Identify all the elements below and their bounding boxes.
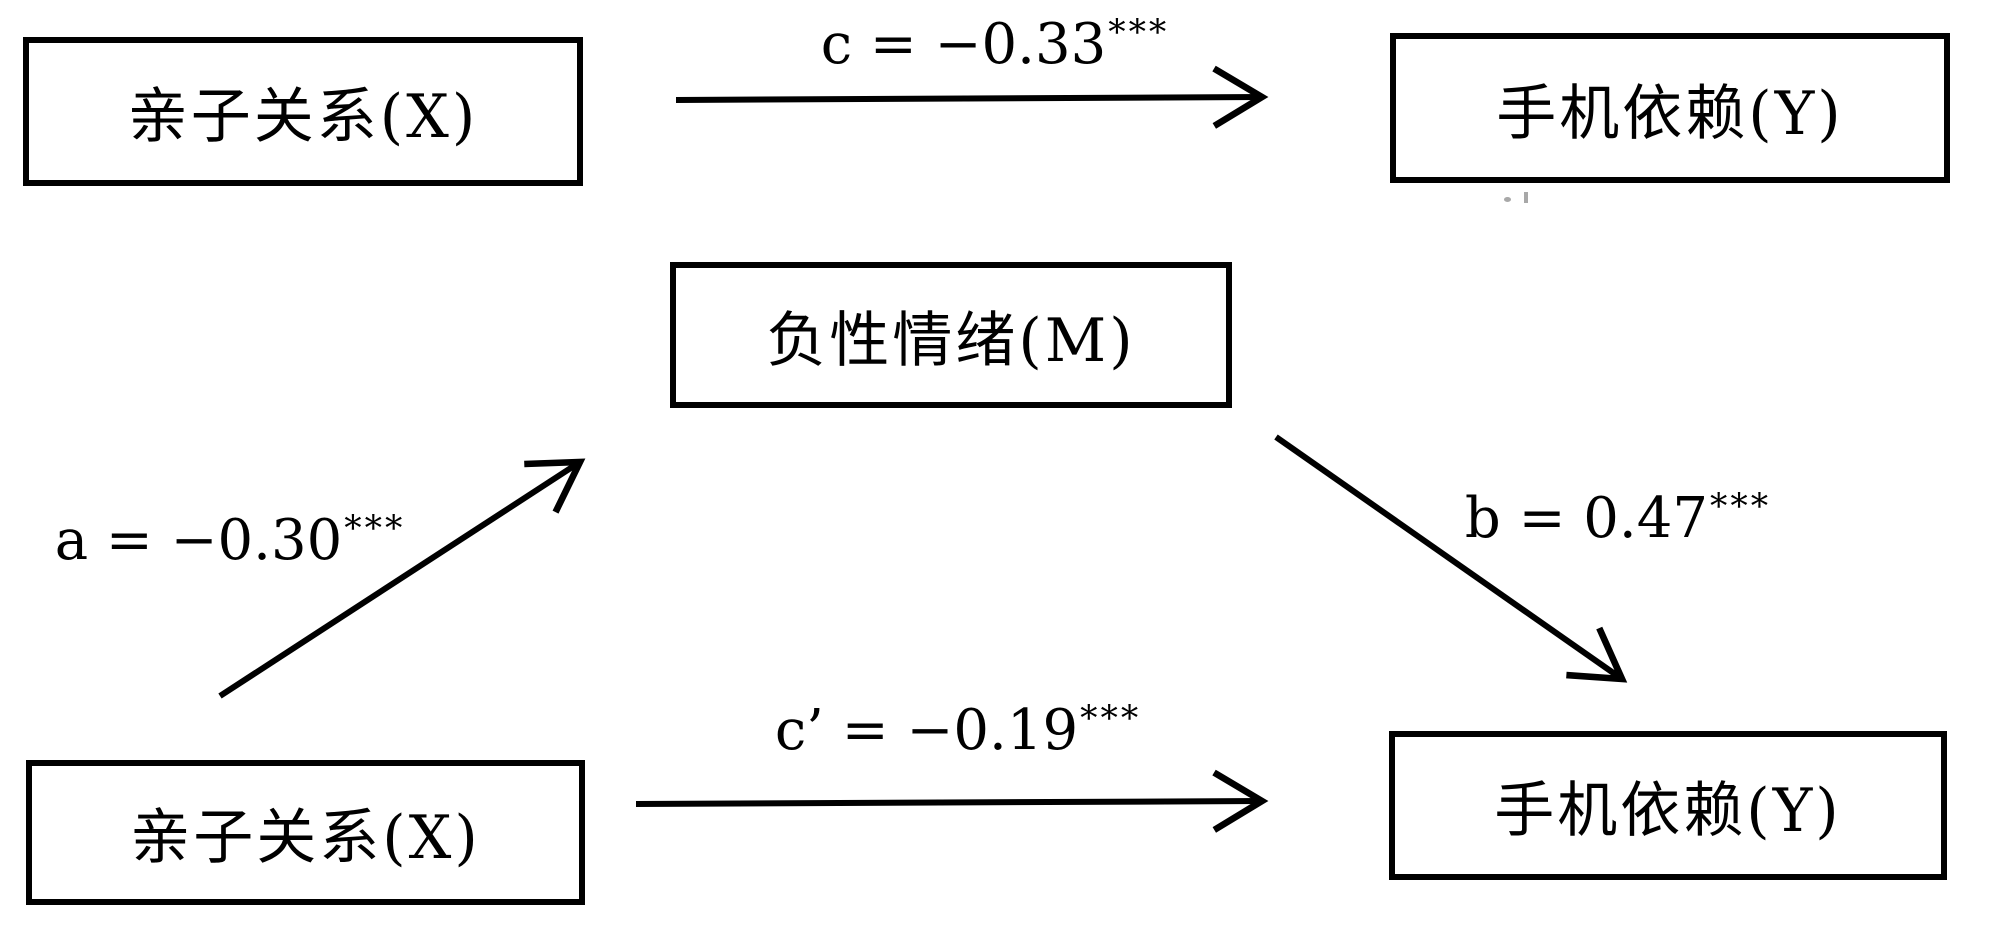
coefficient-label-c: c = −0.33*** xyxy=(821,16,1170,73)
coefficient-value-b: b = 0.47 xyxy=(1464,486,1708,552)
arrow-path-a xyxy=(218,458,586,699)
coefficient-label-b: b = 0.47*** xyxy=(1465,490,1771,547)
scan-artifact-dot xyxy=(1504,197,1511,202)
coefficient-label-a: a = −0.30*** xyxy=(55,512,406,569)
coefficient-value-a: a = −0.30 xyxy=(54,508,343,574)
node-negative-emotion-mediator: 负性情绪(M) xyxy=(670,262,1232,408)
significance-stars-c-prime: *** xyxy=(1080,699,1142,739)
significance-stars-a: *** xyxy=(344,509,406,549)
node-mobile-phone-dependence-bottom: 手机依赖(Y) xyxy=(1389,731,1947,880)
arrow-path-c-prime xyxy=(635,769,1269,833)
coefficient-value-c: c = −0.33 xyxy=(820,12,1107,78)
node-parent-child-relationship-bottom: 亲子关系(X) xyxy=(26,760,585,905)
significance-stars-c: *** xyxy=(1108,13,1170,53)
arrow-path-c xyxy=(675,65,1269,129)
node-parent-child-relationship-top: 亲子关系(X) xyxy=(23,37,583,186)
scan-artifact-tick xyxy=(1524,192,1528,203)
arrow-path-b xyxy=(1274,434,1628,683)
node-mobile-phone-dependence-top: 手机依赖(Y) xyxy=(1390,33,1950,183)
coefficient-label-c-prime: c’ = −0.19*** xyxy=(775,702,1141,759)
significance-stars-b: *** xyxy=(1709,487,1772,527)
coefficient-value-c-prime: c’ = −0.19 xyxy=(774,698,1079,764)
